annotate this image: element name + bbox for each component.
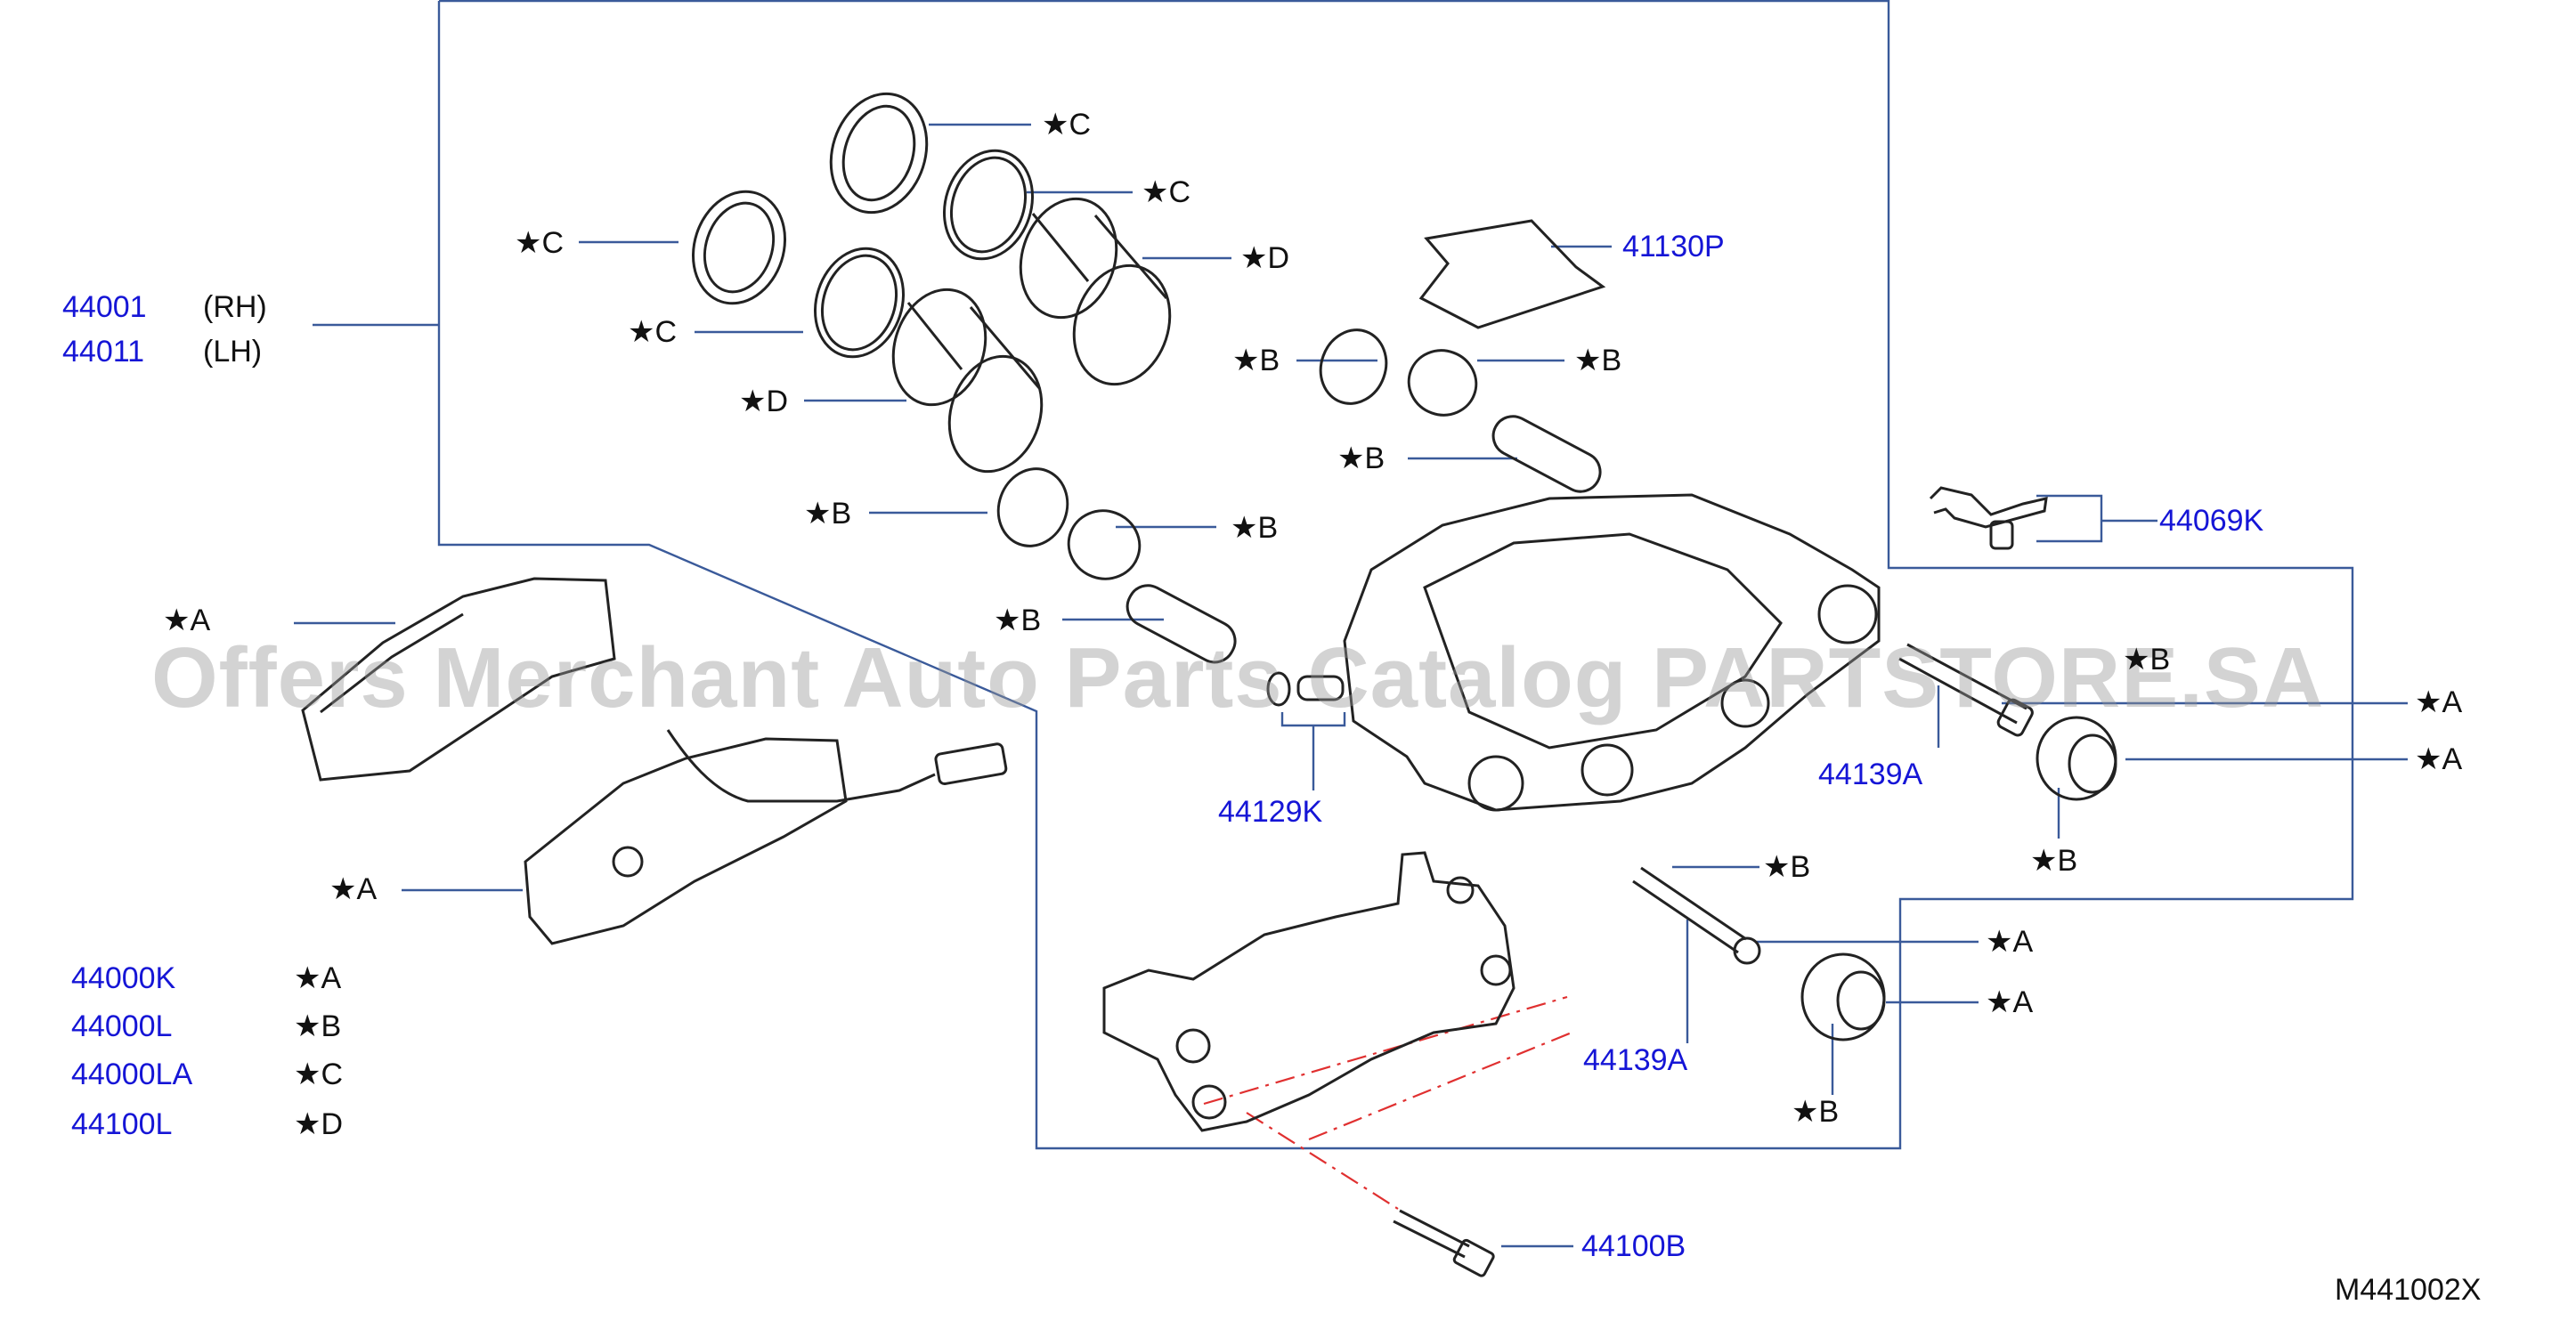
component-drawings: [301, 92, 2117, 1277]
kit-number[interactable]: 44000L: [71, 1009, 173, 1043]
boot-2: [1067, 509, 1142, 580]
star-label-b10: ★B: [2123, 643, 2171, 677]
star-label-b1: ★B: [1232, 344, 1280, 377]
piston-1: [1019, 197, 1172, 386]
assembly-number-rh[interactable]: 44001: [62, 290, 147, 324]
part-44069K[interactable]: 44069K: [2159, 504, 2264, 538]
assembly-number-lh[interactable]: 44011: [62, 335, 145, 369]
guide-pin-bolt-upper: [1898, 643, 2034, 737]
part-44139A-lower[interactable]: 44139A: [1583, 1043, 1688, 1077]
star-label-c4: ★C: [628, 315, 678, 349]
star-label-b4: ★B: [804, 497, 852, 531]
guide-pin-2: [1491, 415, 1602, 493]
watermark-text: Offers Merchant Auto Parts Catalog PARTS…: [151, 630, 2325, 725]
assembly-frame-line: [437, 0, 2354, 1150]
part-41130P[interactable]: 41130P: [1622, 230, 1725, 263]
part-44100B[interactable]: 44100B: [1581, 1229, 1686, 1263]
cap-upper: [2036, 716, 2117, 801]
star-label-a6: ★A: [329, 872, 378, 906]
star-label-a2: ★A: [2415, 742, 2463, 776]
assembly-side-rh: (RH): [203, 290, 267, 324]
caliper-body: [1343, 493, 1881, 812]
star-label-d2: ★D: [739, 385, 789, 418]
star-label-d1: ★D: [1240, 241, 1290, 275]
kit-number[interactable]: 44000K: [71, 961, 176, 995]
center-lines: [1203, 995, 1572, 1210]
star-label-c2: ★C: [1142, 175, 1191, 209]
star-label-b2: ★B: [1574, 344, 1622, 377]
part-44139A-upper[interactable]: 44139A: [1818, 758, 1923, 791]
guide-pin-bolt-lower: [1632, 866, 1761, 965]
boot-4: [1407, 349, 1478, 417]
assembly-side-lh: (LH): [203, 335, 263, 369]
star-label-a4: ★A: [1986, 985, 2034, 1019]
boot-1: [996, 467, 1069, 547]
star-label-b9: ★B: [1792, 1095, 1840, 1129]
caliper-mounting-bracket: [1102, 851, 1516, 1132]
star-label-b3: ★B: [1337, 442, 1386, 475]
brake-pad-lower: [524, 729, 1008, 945]
seal-ring-1: [829, 92, 929, 215]
anti-rattle-clip: [1418, 219, 1606, 329]
seal-ring-4: [813, 247, 906, 359]
seal-ring-3: [942, 149, 1035, 261]
kit-number[interactable]: 44100L: [71, 1107, 173, 1141]
part-44129K[interactable]: 44129K: [1218, 795, 1323, 829]
star-label-b6: ★B: [994, 604, 1042, 637]
wear-sensor-bracket: [1929, 486, 2048, 550]
star-label-c3: ★C: [515, 226, 565, 260]
brake-pad-upper: [301, 577, 616, 782]
star-label-c1: ★C: [1042, 108, 1092, 142]
star-label-b5: ★B: [1231, 511, 1279, 545]
boot-3: [1319, 328, 1388, 405]
lead-lines: [294, 0, 2408, 1248]
star-label-a5: ★A: [163, 604, 211, 637]
kit-mark: ★C: [294, 1058, 344, 1091]
guide-pin-1: [1125, 584, 1237, 664]
star-label-a1: ★A: [2415, 685, 2463, 719]
kit-mark: ★A: [294, 961, 342, 995]
star-label-b7: ★B: [2030, 844, 2078, 878]
star-label-b8: ★B: [1763, 850, 1811, 884]
seal-ring-2: [691, 190, 787, 305]
kit-mark: ★B: [294, 1009, 342, 1043]
kit-number[interactable]: 44000LA: [71, 1058, 193, 1091]
kit-mark: ★D: [294, 1107, 344, 1141]
bracket-bolt: [1393, 1209, 1495, 1277]
cap-lower: [1800, 952, 1886, 1041]
diagram-code: M441002X: [2335, 1273, 2482, 1307]
star-label-a3: ★A: [1986, 925, 2034, 959]
piston-2: [891, 288, 1044, 474]
bleeder-screw: [1266, 671, 1345, 707]
